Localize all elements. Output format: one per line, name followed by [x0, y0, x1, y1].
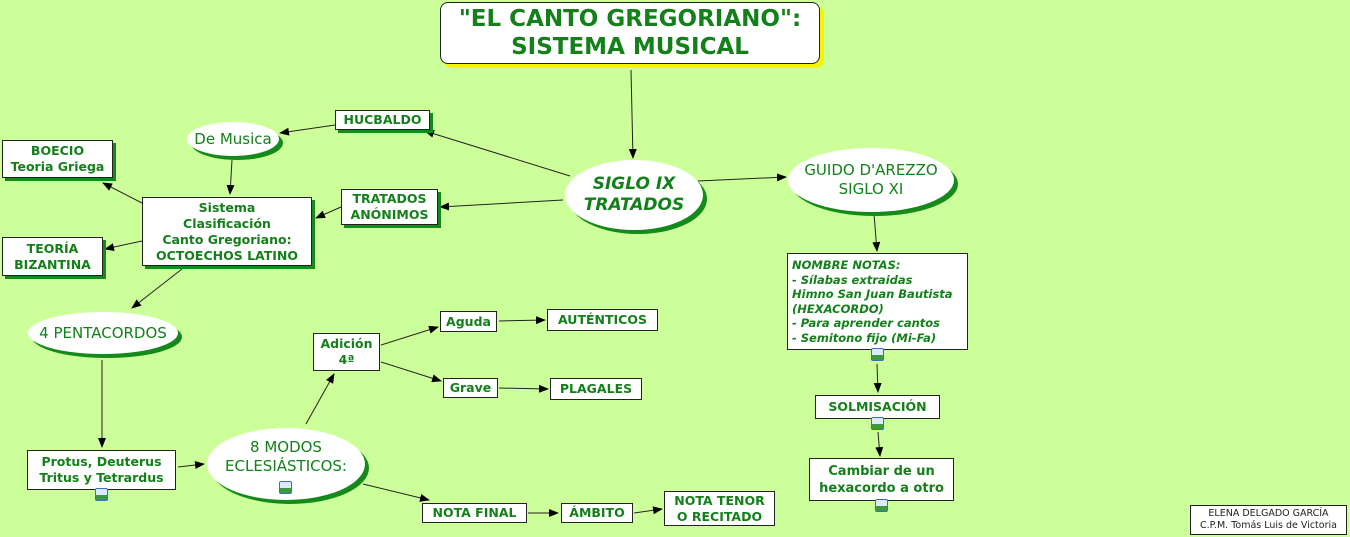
image-resource-icon[interactable] — [95, 488, 108, 501]
node-label: Protus, Deuterus — [41, 454, 162, 469]
image-resource-icon[interactable] — [871, 348, 884, 361]
node-label: TRATADOS — [583, 195, 685, 215]
node-solmisacion[interactable]: SOLMISACIÓN — [815, 395, 940, 419]
node-label: Canto Gregoriano: — [162, 231, 292, 247]
image-resource-icon[interactable] — [875, 499, 888, 512]
node-nota-final[interactable]: NOTA FINAL — [422, 503, 527, 523]
image-resource-icon[interactable] — [279, 481, 292, 494]
node-label: NOTA FINAL — [432, 505, 517, 520]
node-label: BIZANTINA — [14, 256, 91, 272]
node-label: TEORÍA — [26, 240, 79, 256]
node-label: PLAGALES — [559, 381, 633, 396]
credit-line: ELENA DELGADO GARCÍA — [1208, 508, 1329, 519]
node-label: ANÓNIMOS — [350, 207, 429, 222]
node-label: Tritus y Tetrardus — [39, 470, 164, 485]
node-label: NOMBRE NOTAS: — [792, 258, 901, 272]
node-label: 4 PENTACORDOS — [39, 323, 167, 342]
node-label: 4ª — [338, 352, 355, 367]
node-label: GUIDO D'AREZZO — [804, 161, 938, 179]
node-label: SIGLO IX — [592, 174, 676, 194]
node-label: SIGLO XI — [838, 180, 904, 198]
node-pentacordos[interactable]: 4 PENTACORDOS — [28, 312, 178, 354]
map-title: "EL CANTO GREGORIANO": SISTEMA MUSICAL — [440, 2, 820, 64]
node-label: - Para aprender cantos — [792, 316, 941, 330]
node-label: Teoria Griega — [10, 159, 105, 174]
node-label: ECLESIÁSTICOS: — [225, 457, 347, 475]
node-hucbaldo[interactable]: HUCBALDO — [335, 110, 430, 130]
node-ambito[interactable]: ÁMBITO — [561, 503, 633, 523]
node-label: TRATADOS — [352, 191, 427, 206]
node-label: (HEXACORDO) — [792, 301, 884, 316]
node-label: - Semitono fijo (Mi-Fa) — [792, 330, 937, 345]
credit-line: C.P.M. Tomás Luis de Victoria — [1200, 520, 1337, 531]
node-label: 8 MODOS — [250, 438, 322, 456]
node-autenticos[interactable]: AUTÉNTICOS — [547, 309, 658, 331]
node-label: Sistema — [198, 199, 256, 215]
node-label: hexacordo a otro — [819, 480, 944, 496]
node-label: Clasificación — [183, 215, 271, 231]
image-resource-icon[interactable] — [871, 417, 884, 430]
node-label: BOECIO — [30, 143, 85, 158]
node-label: NOTA TENOR — [674, 492, 765, 508]
node-label: Aguda — [446, 313, 491, 329]
node-aguda[interactable]: Aguda — [440, 311, 497, 332]
node-label: ÁMBITO — [569, 505, 625, 520]
node-label: Cambiar de un — [828, 463, 935, 479]
node-label: Himno San Juan Bautista — [792, 287, 953, 301]
node-label: O RECITADO — [676, 508, 763, 524]
author-credit: ELENA DELGADO GARCÍA C.P.M. Tomás Luis d… — [1190, 505, 1347, 535]
node-label: OCTOECHOS LATINO — [155, 247, 299, 263]
title-line: SISTEMA MUSICAL — [511, 34, 749, 60]
node-label: AUTÉNTICOS — [558, 312, 647, 327]
node-label: HUCBALDO — [343, 112, 422, 127]
node-plagales[interactable]: PLAGALES — [550, 378, 642, 400]
node-label: - Sílabas extraidas — [792, 272, 913, 287]
node-label: Adición — [320, 336, 373, 351]
title-line: "EL CANTO GREGORIANO": — [458, 6, 802, 32]
node-label: Grave — [449, 380, 492, 395]
node-de-musica[interactable]: De Musica — [187, 122, 279, 156]
node-label: De Musica — [194, 129, 272, 148]
node-label: SOLMISACIÓN — [828, 399, 927, 414]
node-grave[interactable]: Grave — [443, 378, 498, 398]
